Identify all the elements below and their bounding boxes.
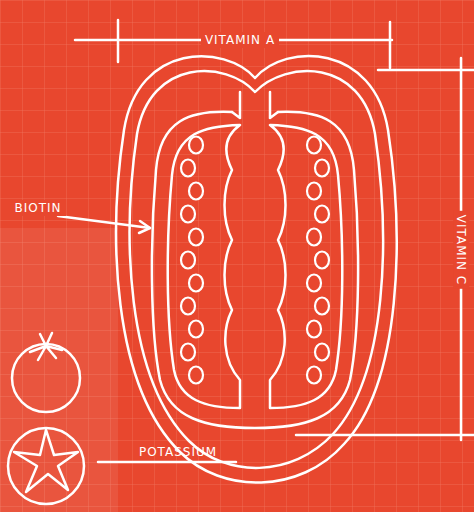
tomato-skin-inner bbox=[130, 71, 383, 468]
seed bbox=[181, 298, 195, 315]
seed bbox=[189, 229, 203, 246]
seed bbox=[315, 298, 329, 315]
seed bbox=[307, 275, 321, 292]
seed bbox=[315, 160, 329, 177]
seed bbox=[181, 344, 195, 361]
nutrient-label: BIOTIN bbox=[10, 200, 65, 216]
seed bbox=[307, 367, 321, 384]
nutrient-label: POTASSIUM bbox=[135, 444, 221, 460]
label-underline bbox=[98, 461, 236, 464]
flesh-wall bbox=[152, 112, 358, 428]
locule bbox=[270, 125, 342, 408]
tomato-stem bbox=[30, 333, 62, 360]
seed bbox=[307, 183, 321, 200]
seed bbox=[189, 183, 203, 200]
seed bbox=[315, 206, 329, 223]
vitamin-label: VITAMIN A bbox=[201, 32, 279, 48]
seed bbox=[189, 367, 203, 384]
leader-line bbox=[58, 216, 150, 228]
dimension-line bbox=[75, 20, 392, 68]
seed bbox=[189, 137, 203, 154]
seed bbox=[181, 206, 195, 223]
seed bbox=[315, 344, 329, 361]
seed bbox=[181, 160, 195, 177]
tomato-star bbox=[14, 430, 78, 492]
locule bbox=[168, 125, 240, 408]
tomato-icon bbox=[12, 344, 80, 412]
seed bbox=[189, 275, 203, 292]
core bbox=[232, 92, 278, 118]
tomato-skin bbox=[116, 56, 396, 483]
seed bbox=[307, 321, 321, 338]
vitamin-label: VITAMIN C bbox=[453, 211, 469, 289]
seeds bbox=[181, 137, 329, 384]
seed bbox=[181, 252, 195, 269]
seed bbox=[315, 252, 329, 269]
seed bbox=[189, 321, 203, 338]
light-panel bbox=[0, 228, 118, 512]
seed bbox=[307, 229, 321, 246]
seed bbox=[307, 137, 321, 154]
leader-arrowhead bbox=[139, 221, 150, 233]
tomato-icon bbox=[8, 428, 84, 504]
